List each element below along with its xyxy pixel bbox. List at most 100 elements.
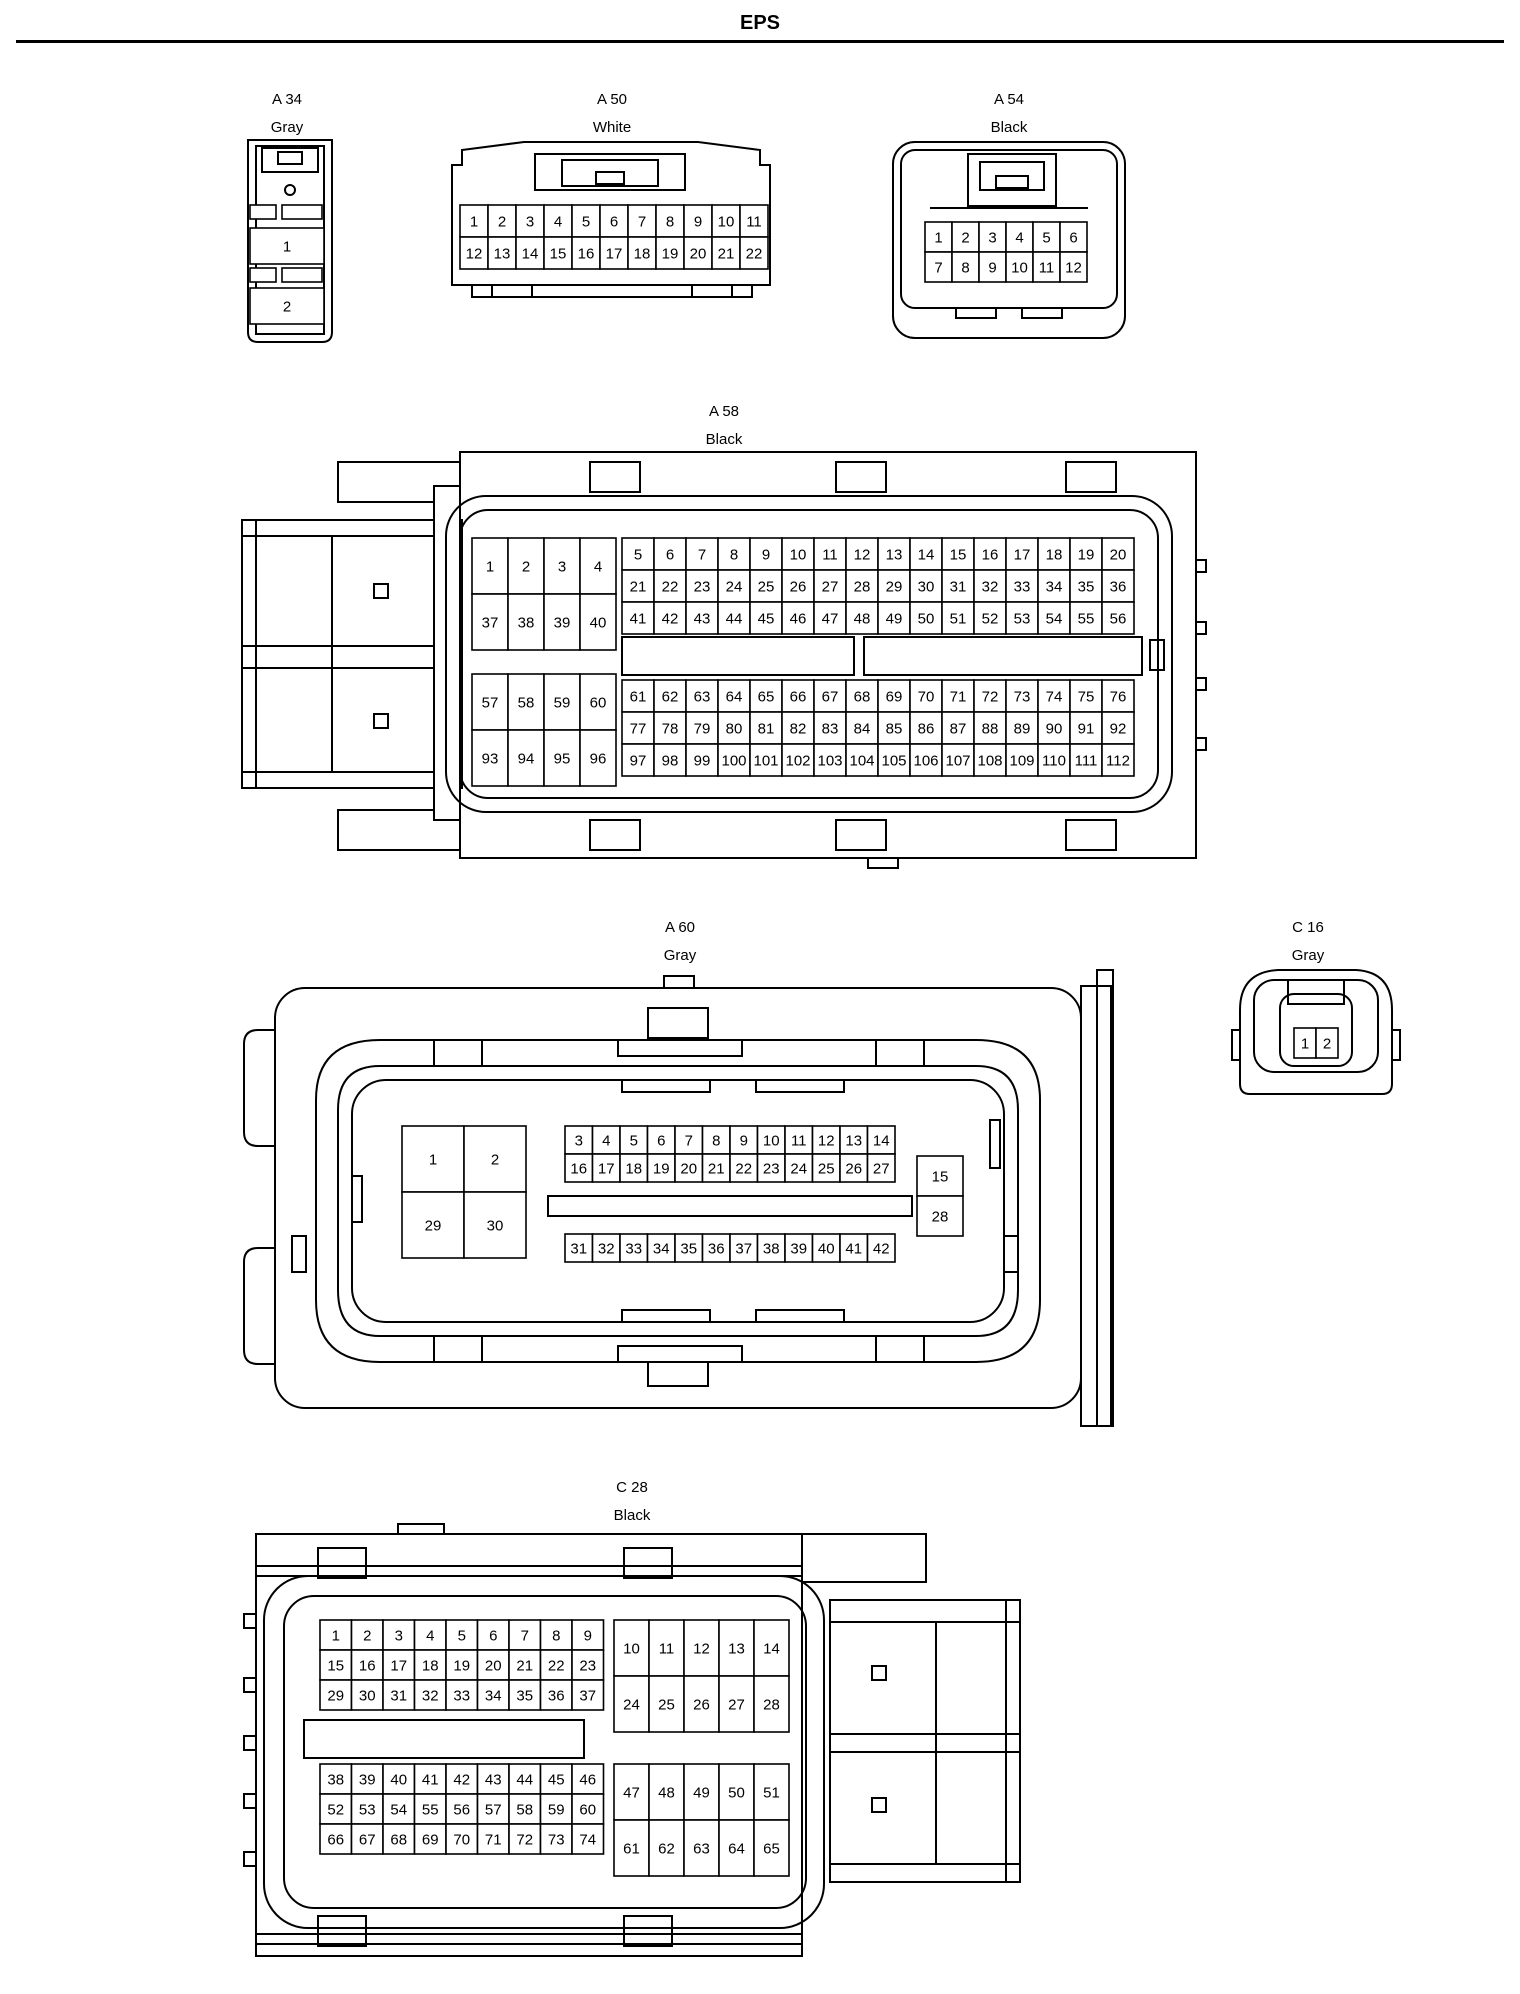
pin-cell	[916, 1195, 964, 1237]
pin-number: 47	[623, 1785, 640, 1802]
pin-number: 38	[327, 1772, 344, 1789]
pin-number: 3	[395, 1628, 403, 1645]
pin-number: 98	[662, 753, 679, 770]
pin-cell	[1101, 743, 1135, 777]
connector-id: C 28	[616, 1479, 648, 1496]
pin-cell	[579, 537, 617, 595]
pin-number: 49	[693, 1785, 710, 1802]
pin-cell	[591, 1125, 621, 1155]
pin-cell	[249, 227, 325, 265]
pin-cell	[756, 1233, 786, 1263]
pin-number: 60	[579, 1802, 596, 1819]
pin-number: 60	[590, 695, 607, 712]
connector-label-a34: A 34 Gray	[237, 86, 337, 142]
pin-number: 9	[694, 214, 702, 231]
pin-cell	[753, 1763, 790, 1821]
pin-number: 16	[570, 1161, 587, 1178]
pin-number: 12	[466, 246, 483, 263]
pin-number: 59	[554, 695, 571, 712]
pin-cell	[401, 1191, 465, 1259]
pin-cell	[1101, 601, 1135, 635]
connector-color: Gray	[663, 947, 697, 964]
pin-cell	[579, 673, 617, 731]
pin-cell	[909, 537, 943, 571]
pin-number: 26	[693, 1697, 710, 1714]
pin-number: 29	[886, 579, 903, 596]
pin-cell	[648, 1619, 685, 1677]
pin-key	[249, 267, 277, 283]
pin-number: 70	[453, 1832, 470, 1849]
pin-cell	[909, 743, 943, 777]
pin-number: 16	[578, 246, 595, 263]
connector-c28-body	[243, 1523, 1021, 1957]
pin-cell	[564, 1153, 594, 1183]
pin-number: 100	[721, 753, 746, 770]
pin-number: 31	[390, 1688, 407, 1705]
pin-number: 17	[598, 1161, 615, 1178]
pin-number: 40	[590, 615, 607, 632]
pin-cell	[613, 1675, 650, 1733]
pin-number: 108	[977, 753, 1002, 770]
pin-cell	[1069, 601, 1103, 635]
pin-cell	[646, 1233, 676, 1263]
pin-number: 29	[327, 1688, 344, 1705]
pin-number: 21	[630, 579, 647, 596]
pin-number: 11	[1039, 260, 1055, 277]
pin-cell	[749, 743, 783, 777]
pin-cell	[683, 1619, 720, 1677]
pin-number: 34	[485, 1688, 502, 1705]
pin-cell	[729, 1153, 759, 1183]
pin-number: 82	[790, 721, 807, 738]
pin-cell	[683, 204, 713, 238]
pin-number: 18	[625, 1161, 642, 1178]
pin-cell	[476, 1823, 510, 1855]
pin-cell	[951, 251, 980, 283]
pin-number: 72	[516, 1832, 533, 1849]
pin-cell	[508, 1649, 542, 1681]
pin-number: 2	[1323, 1036, 1331, 1053]
pin-number: 71	[950, 689, 967, 706]
pin-number: 21	[718, 246, 735, 263]
pin-number: 41	[845, 1241, 862, 1258]
pin-number: 72	[982, 689, 999, 706]
pin-cell	[613, 1819, 650, 1877]
pin-number: 7	[698, 547, 706, 564]
pin-number: 48	[658, 1785, 675, 1802]
pin-cell	[877, 601, 911, 635]
connector-color: White	[592, 119, 632, 136]
pin-number: 25	[658, 1697, 675, 1714]
pin-number: 12	[693, 1641, 710, 1658]
pin-number: 40	[390, 1772, 407, 1789]
pin-number: 76	[1110, 689, 1127, 706]
pin-cell	[877, 537, 911, 571]
pin-cell	[717, 601, 751, 635]
pin-number: 57	[482, 695, 499, 712]
pin-number: 67	[822, 689, 839, 706]
pin-cell	[613, 1619, 650, 1677]
pin-number: 9	[762, 547, 770, 564]
pin-number: 38	[518, 615, 535, 632]
pin-number: 14	[918, 547, 935, 564]
connector-color: Gray	[270, 119, 304, 136]
pin-cell	[571, 1619, 605, 1651]
pin-cell	[543, 593, 581, 651]
pin-number: 23	[763, 1161, 780, 1178]
pin-number: 74	[1046, 689, 1063, 706]
pin-cell	[973, 743, 1007, 777]
pin-number: 10	[623, 1641, 640, 1658]
pin-cell	[319, 1793, 353, 1825]
pin-number: 11	[746, 214, 762, 231]
pin-number: 46	[579, 1772, 596, 1789]
pin-cell	[571, 1793, 605, 1825]
pin-cell	[350, 1649, 384, 1681]
pin-number: 17	[606, 246, 623, 263]
pin-number: 22	[662, 579, 679, 596]
pin-cell	[701, 1153, 731, 1183]
pin-number: 35	[1078, 579, 1095, 596]
connector-label-c16: C 16 Gray	[1258, 914, 1358, 970]
pin-number: 42	[453, 1772, 470, 1789]
pin-number: 68	[854, 689, 871, 706]
connector-color: Gray	[1291, 947, 1325, 964]
pin-number: 61	[623, 1841, 640, 1858]
